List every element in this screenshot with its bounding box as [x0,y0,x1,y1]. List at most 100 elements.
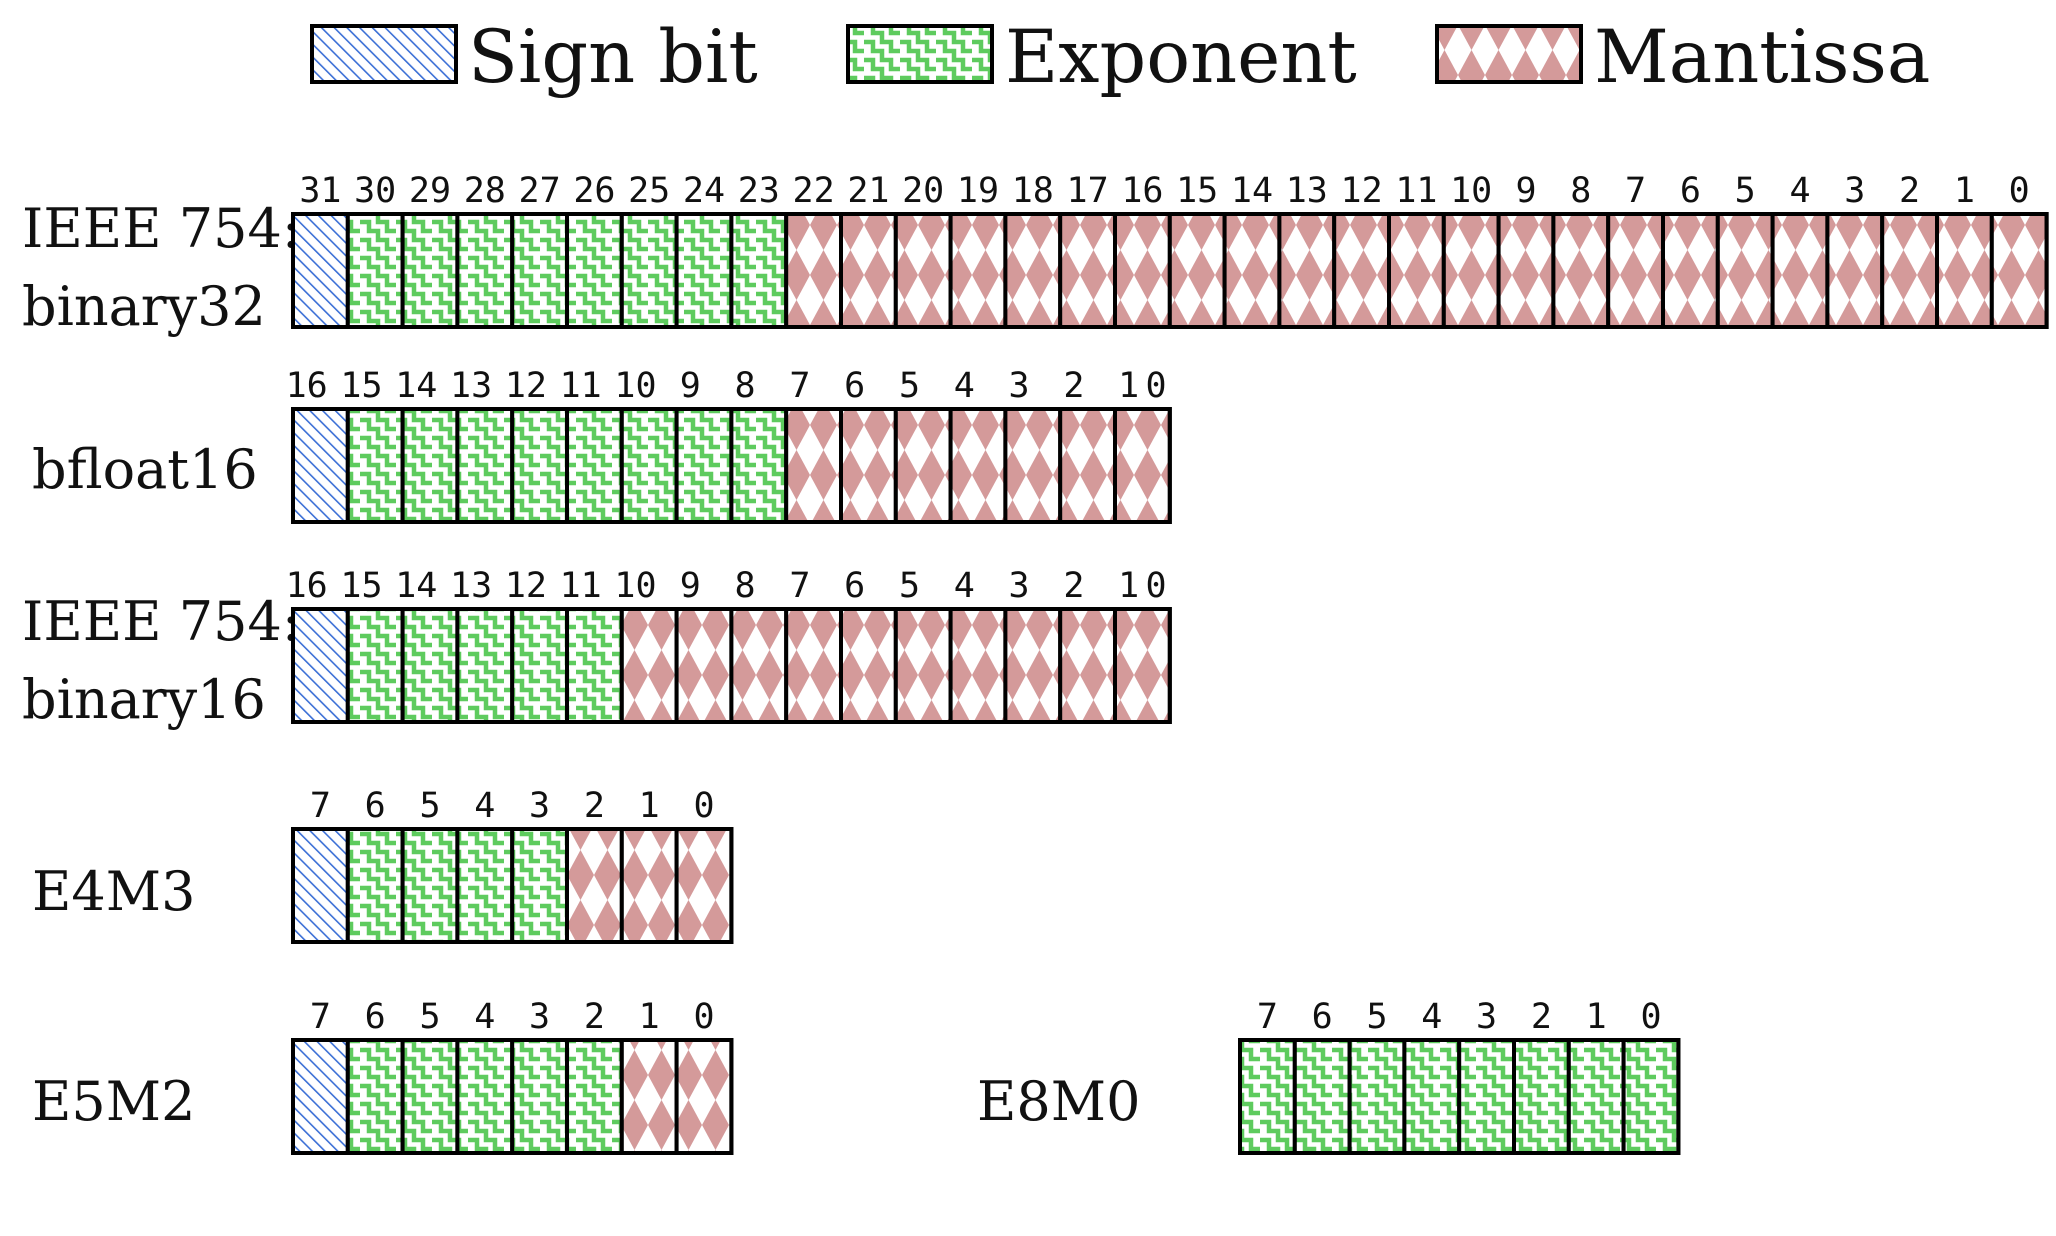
bit-index-label: 2 [1063,366,1084,406]
bit-cell-mantissa [674,1038,734,1155]
bit-index-label: 5 [899,566,920,606]
bit-index-label: 1 [1118,366,1139,406]
bit-cell-exponent [1621,1038,1681,1155]
bit-index-label: 1 [639,997,660,1037]
bit-index-label: 27 [519,171,561,211]
bit-index-label: 1 [1954,171,1975,211]
bit-cell-exponent [345,827,405,944]
bit-cell-exponent [400,407,460,524]
bit-cell-exponent [729,407,789,524]
bit-cell-exponent [400,1038,460,1155]
bit-cell-mantissa [1441,212,1501,329]
bit-index-label: 0 [1146,366,1167,406]
bit-index-label: 31 [299,171,341,211]
bit-index-label: 2 [584,786,605,826]
bit-index-label: 15 [1176,171,1218,211]
bit-cell-exponent [455,827,515,944]
bit-index-label: 13 [1286,171,1328,211]
bit-cell-exponent [1402,1038,1462,1155]
bit-index-label: 13 [450,366,492,406]
bit-cell-exponent [510,212,570,329]
legend-swatch-exponent [846,24,994,84]
bit-index-label: 3 [529,997,550,1037]
bit-cell-exponent [1292,1038,1352,1155]
bit-index-label: 16 [1121,171,1163,211]
format-label: E8M0 [977,1070,1140,1133]
bit-index-label: 11 [560,366,602,406]
bit-index-label: 7 [310,997,331,1037]
bit-index-label: 18 [1012,171,1054,211]
bit-cell-exponent [674,212,734,329]
bit-cell-sign [291,607,350,724]
bit-cell-mantissa [1496,212,1556,329]
bit-cell-mantissa [1770,212,1830,329]
bit-index-label: 5 [1735,171,1756,211]
bit-index-label: 6 [365,997,386,1037]
bit-index-label: 0 [693,786,714,826]
bit-index-label: 23 [738,171,780,211]
legend-label-exponent: Exponent [1005,15,1357,100]
bit-index-label: 14 [395,566,437,606]
format-box [291,407,1172,524]
bit-index-label: 19 [957,171,999,211]
bit-cell-mantissa [1880,212,1939,329]
bit-cell-exponent [565,212,624,329]
format-box [291,212,2049,329]
bit-cell-mantissa [1222,212,1282,329]
bit-index-label: 26 [573,171,615,211]
format-label: E5M2 [32,1070,195,1133]
bit-index-label: 6 [1680,171,1701,211]
bit-index-label: 5 [1366,997,1387,1037]
bit-cell-exponent [345,1038,405,1155]
bit-index-label: 11 [560,566,602,606]
bit-index-label: 29 [409,171,451,211]
bit-cell-mantissa [1387,212,1446,329]
bit-cell-mantissa [1003,607,1063,724]
bit-cell-mantissa [1058,212,1117,329]
bit-cell-mantissa [619,1038,679,1155]
bit-cell-exponent [345,212,405,329]
bit-index-label: 4 [954,366,975,406]
legend-item-exponent: Exponent [846,15,1357,100]
bit-index-label: 28 [464,171,506,211]
bit-index-label: 3 [1476,997,1497,1037]
bit-index-label: 7 [310,786,331,826]
bit-index-label: 9 [680,366,701,406]
bit-cell-exponent [1566,1038,1626,1155]
bit-cell-mantissa [1715,212,1775,329]
bit-index-label: 22 [793,171,835,211]
bit-cell-mantissa [674,827,734,944]
bit-cell-exponent [565,607,624,724]
bit-index-label: 12 [505,366,547,406]
bit-cell-sign [291,407,350,524]
format-box [291,607,1172,724]
bit-cell-mantissa [948,407,1008,524]
bit-index-label: 2 [584,997,605,1037]
bit-index-label: 3 [1009,366,1030,406]
bit-index-label: 4 [474,997,495,1037]
bit-cell-exponent [565,1038,624,1155]
bit-cell-exponent [455,212,515,329]
bit-index-label: 16 [286,566,328,606]
bit-cell-exponent [510,1038,570,1155]
bit-index-label: 13 [450,566,492,606]
legend-label-sign: Sign bit [468,15,758,100]
bit-cell-mantissa [619,827,679,944]
bit-index-label: 0 [1146,566,1167,606]
bit-index-label: 4 [1789,171,1810,211]
bit-cell-mantissa [893,407,953,524]
bit-index-label: 25 [628,171,670,211]
bit-index-label: 15 [340,566,382,606]
bit-index-label: 1 [1586,997,1607,1037]
legend-item-mantissa: Mantissa [1435,15,1930,100]
bit-cell-exponent [455,607,515,724]
bit-index-label: 0 [693,997,714,1037]
bit-cell-mantissa [784,212,844,329]
bit-index-label: 6 [844,366,865,406]
bit-index-label: 7 [789,566,810,606]
bit-cell-mantissa [1113,212,1172,329]
bit-index-label: 8 [735,366,756,406]
bit-index-label: 4 [474,786,495,826]
format-label: IEEE 754: [22,197,300,260]
